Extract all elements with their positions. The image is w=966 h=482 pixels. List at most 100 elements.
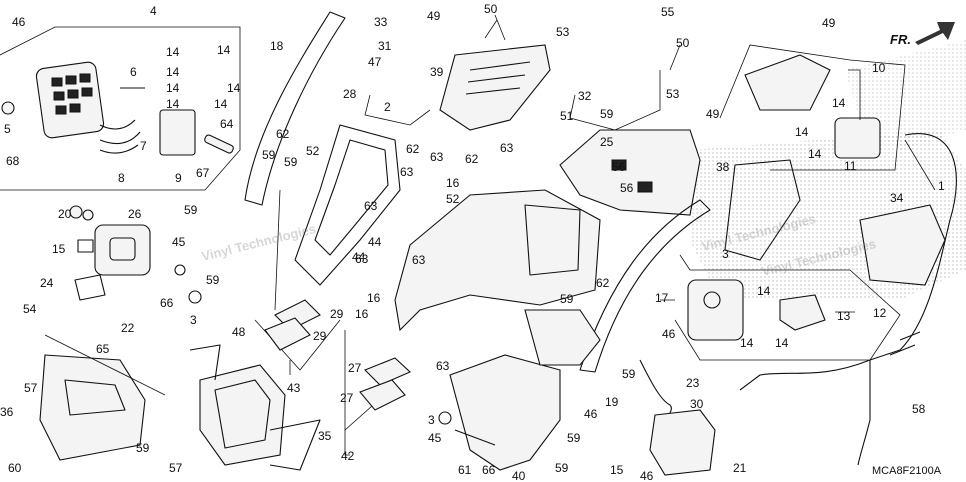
- callout-number: 14: [832, 96, 846, 110]
- callout-number: 7: [140, 139, 147, 153]
- callout-number: 58: [912, 402, 926, 416]
- part-right-bracket: [724, 159, 801, 261]
- part-40-lower-panel: [449, 354, 561, 471]
- callout-number: 66: [160, 296, 174, 310]
- callout-number: 10: [872, 61, 886, 75]
- callout-number: 6: [130, 65, 137, 79]
- callout-number: 67: [196, 166, 210, 180]
- callout-number: 16: [367, 291, 381, 305]
- part-18-trim-strip: [244, 11, 346, 206]
- callout-number: 60: [8, 461, 22, 475]
- part-3-bushing-left: [188, 290, 202, 304]
- group-outline-10: [719, 44, 906, 171]
- callout-number: 49: [706, 107, 720, 121]
- callout-number: 53: [666, 87, 680, 101]
- part-front-cowl: [394, 189, 601, 332]
- callout-number: 4: [150, 4, 157, 18]
- part-13-cover: [779, 294, 826, 331]
- callout-number: 63: [364, 199, 378, 213]
- callout-number: 52: [306, 144, 320, 158]
- callout-number: 3: [428, 413, 435, 427]
- part-inner-pocket: [524, 309, 601, 366]
- callout-number: 14: [808, 147, 822, 161]
- callout-number: 16: [355, 307, 369, 321]
- callout-number: 35: [318, 429, 332, 443]
- callout-number: 59: [184, 203, 198, 217]
- callout-number: 14: [166, 45, 180, 59]
- callout-number: 50: [484, 2, 498, 16]
- callout-number: 9: [175, 171, 182, 185]
- callout-number: 62: [406, 142, 420, 156]
- callout-number: 59: [600, 107, 614, 121]
- callout-number: 45: [428, 431, 442, 445]
- callout-number: 14: [227, 81, 241, 95]
- part-24-bracket: [74, 274, 106, 301]
- callout-number: 28: [343, 87, 357, 101]
- callout-number: 63: [355, 252, 369, 266]
- callout-number: 14: [795, 125, 809, 139]
- callout-number: 56: [612, 160, 626, 174]
- callout-number: 49: [427, 9, 441, 23]
- callout-number: 45: [172, 235, 186, 249]
- callout-number: 59: [136, 441, 150, 455]
- front-arrow: [915, 22, 955, 45]
- callout-number: 23: [686, 376, 700, 390]
- part-17-side-panel: [579, 199, 711, 373]
- callout-number: 27: [348, 361, 362, 375]
- part-27-plate-upper: [364, 357, 411, 386]
- group-outline-12: [674, 254, 901, 361]
- callout-number: 18: [270, 39, 284, 53]
- callout-number: 63: [500, 141, 514, 155]
- callout-number: 55: [661, 5, 675, 19]
- part-inner-frame: [294, 124, 401, 286]
- callout-number: 44: [368, 235, 382, 249]
- part-27-plate-lower: [359, 379, 406, 411]
- part-34-right-cover: [859, 204, 946, 286]
- callout-number: 59: [206, 273, 220, 287]
- callout-number: 33: [374, 15, 388, 29]
- callout-number: 50: [676, 36, 690, 50]
- callout-number: 34: [890, 191, 904, 205]
- callout-number: 17: [655, 291, 669, 305]
- callout-number: 36: [0, 405, 14, 419]
- callout-number: 14: [757, 284, 771, 298]
- callout-number: 43: [287, 381, 301, 395]
- callout-number: 59: [567, 431, 581, 445]
- part-10-box: [744, 54, 831, 111]
- callout-number: 52: [446, 192, 460, 206]
- diagram-code: MCA8F2100A: [872, 465, 942, 477]
- callout-number: 49: [822, 16, 836, 30]
- callout-number: 27: [340, 391, 354, 405]
- callout-number: 2: [384, 100, 391, 114]
- callout-number: 62: [465, 152, 479, 166]
- callout-number: 13: [837, 309, 851, 323]
- callout-number: 29: [313, 329, 327, 343]
- callout-number: 51: [560, 109, 574, 123]
- callout-number: 59: [284, 155, 298, 169]
- callout-number: 65: [96, 342, 110, 356]
- callout-number: 29: [330, 307, 344, 321]
- callout-number: 32: [578, 89, 592, 103]
- callout-number: 5: [4, 122, 11, 136]
- callout-number: 46: [584, 407, 598, 421]
- callout-number: 21: [733, 461, 747, 475]
- callout-number: 46: [662, 327, 676, 341]
- callout-number: 44: [352, 250, 366, 264]
- part-30-cover: [649, 409, 716, 476]
- callout-number: 14: [740, 336, 754, 350]
- front-direction-label: FR.: [890, 32, 911, 47]
- callout-number: 59: [560, 292, 574, 306]
- callout-number: 48: [232, 325, 246, 339]
- callout-number: 64: [220, 117, 234, 131]
- part-39-upper-panel: [439, 44, 551, 131]
- callout-number: 14: [214, 97, 228, 111]
- callout-number: 24: [40, 276, 54, 290]
- callout-number: 14: [217, 43, 231, 57]
- part-3-bushing: [438, 411, 452, 425]
- callout-number: 14: [775, 336, 789, 350]
- group-outline-28: [364, 94, 431, 126]
- callout-number: 3: [722, 247, 729, 261]
- part-38-meter-visor: [559, 129, 701, 216]
- part-15-bracket: [77, 239, 94, 253]
